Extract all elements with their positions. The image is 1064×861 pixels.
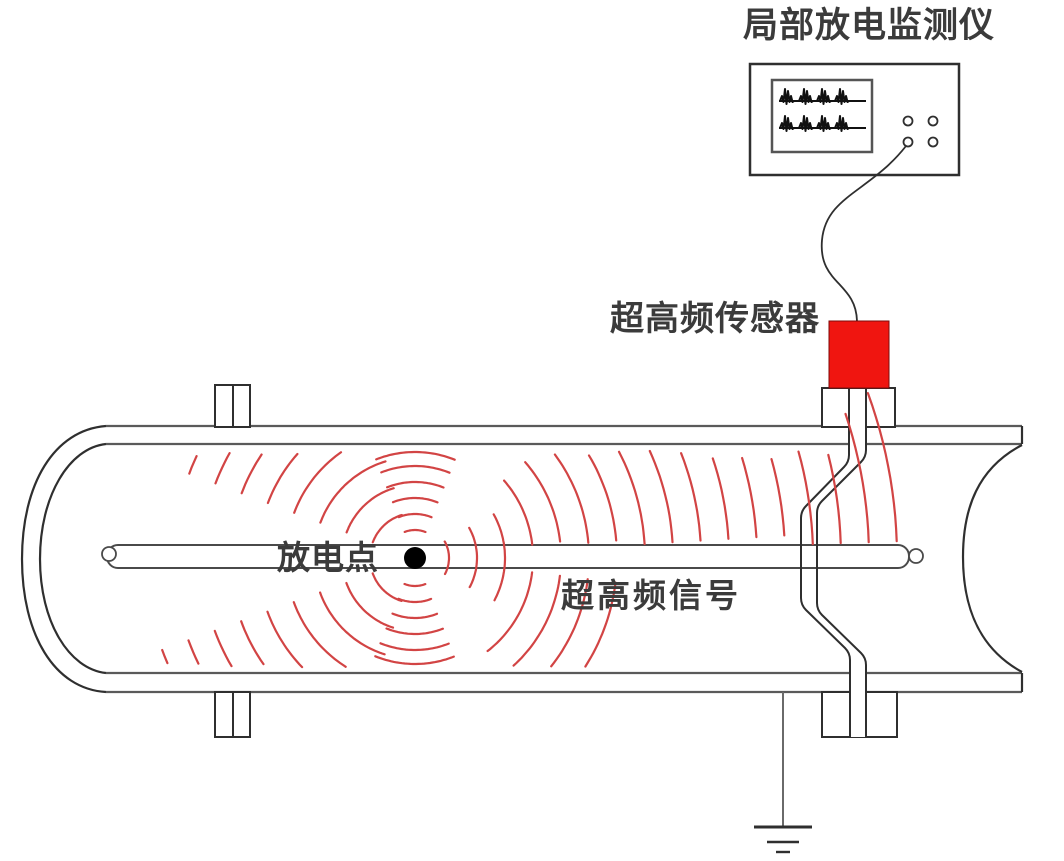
uhf-wave-arcs [161,392,898,669]
monitor-port [927,115,939,127]
pipe-dome-inner [38,442,107,675]
pd-pulse-waveform-icon [779,88,866,132]
discharge-point-dot [404,547,426,569]
basin-insulator-edge-right [816,389,867,737]
sensor-cable [820,145,907,322]
inner-conductor [101,544,924,569]
monitor-instrument [748,62,961,177]
discharge-point-label: 放电点 [277,541,379,577]
uhf-signal-label: 超高频信号 [561,579,741,615]
conductor-bar [106,544,910,569]
basin-insulator-body [801,389,866,737]
uhf-sensor-block [828,320,890,389]
monitor-port [902,136,914,148]
conductor-tip-right [908,548,924,564]
earth-ground-icon [754,692,812,854]
pipe-dome-outer [20,424,107,694]
uhf-sensor-label: 超高频传感器 [610,301,820,338]
pipe-break-curve [961,444,1023,673]
monitor-port [902,115,914,127]
monitor-label: 局部放电监测仪 [743,6,996,45]
monitor-port [927,136,939,148]
basin-insulator-edge-left [800,389,851,737]
conductor-tip-left [101,546,117,562]
